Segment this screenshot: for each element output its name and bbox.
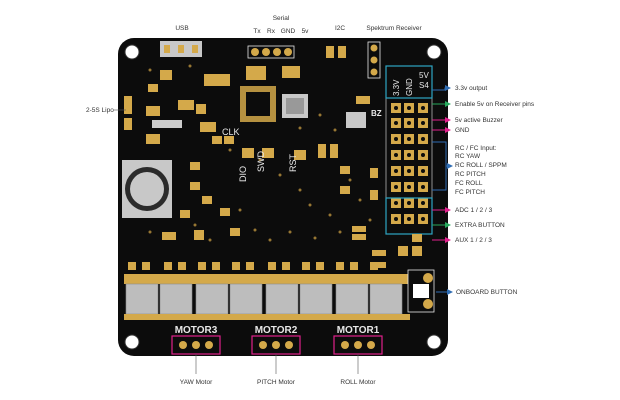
right-header (385, 97, 433, 235)
mounting-hole (426, 334, 442, 350)
mounting-hole (426, 44, 442, 60)
mounting-hole (124, 334, 140, 350)
motor2-silk: MOTOR2 (255, 325, 298, 336)
v33-col-silk: 3.3V (392, 79, 401, 96)
label-rc-input-2: RC ROLL / SPPM (455, 162, 507, 169)
label-onboard-button: ONBOARD BUTTON (456, 289, 518, 296)
lipo-label: 2-5S Lipo (86, 107, 114, 114)
serial-5v-label: 5v (302, 28, 310, 35)
clk-silk: CLK (222, 127, 240, 137)
serial-label: Serial (273, 15, 290, 22)
label-rc-input-0: RC / FC Input: (455, 145, 497, 152)
motor1-header (333, 335, 383, 355)
roll-motor-label: ROLL Motor (340, 379, 376, 386)
adc-header-highlight (385, 197, 433, 235)
serial-tx-label: Tx (253, 28, 261, 35)
s4-col-silk: S4 (419, 81, 429, 90)
swd-silk: SWD (256, 151, 266, 172)
label-adc: ADC 1 / 2 / 3 (455, 207, 493, 214)
label-3v3-output: 3.3v output (455, 85, 487, 92)
arrow-3v3 (432, 85, 451, 91)
motor3-silk: MOTOR3 (175, 325, 218, 336)
top-header-highlight (385, 65, 433, 99)
motor1-silk: MOTOR1 (337, 325, 380, 336)
spektrum-label: Spektrum Receiver (366, 25, 422, 32)
label-gnd: GND (455, 127, 470, 134)
label-rc-input-1: RC YAW (455, 153, 481, 160)
v5-col-silk: 5V (419, 71, 429, 80)
label-enable-5v: Enable 5v on Receiver pins (455, 101, 535, 108)
motor2-header (251, 335, 301, 355)
gnd-col-silk: GND (405, 78, 414, 96)
mosfet-row (124, 262, 410, 320)
serial-gnd-label: GND (281, 28, 296, 35)
label-extra-button: EXTRA BUTTON (455, 222, 505, 229)
label-buzzer: 5v active Buzzer (455, 117, 504, 124)
bz-silk: BZ (371, 109, 382, 118)
label-rc-input-4: FC ROLL (455, 180, 483, 187)
yaw-motor-label: YAW Motor (180, 379, 213, 386)
label-rc-input-3: RC PITCH (455, 171, 486, 178)
pcb-board: MOTOR3 MOTOR2 MOTOR1 CLK DIO SWD RST BZ … (118, 38, 448, 356)
i2c-label: I2C (335, 25, 345, 32)
dio-silk: DIO (238, 166, 248, 182)
rst-silk: RST (288, 153, 298, 172)
usb-label: USB (175, 25, 188, 32)
pitch-motor-label: PITCH Motor (257, 379, 296, 386)
serial-rx-label: Rx (267, 28, 276, 35)
label-rc-input-5: FC PITCH (455, 189, 485, 196)
label-aux: AUX 1 / 2 / 3 (455, 237, 492, 244)
mounting-hole (124, 44, 140, 60)
